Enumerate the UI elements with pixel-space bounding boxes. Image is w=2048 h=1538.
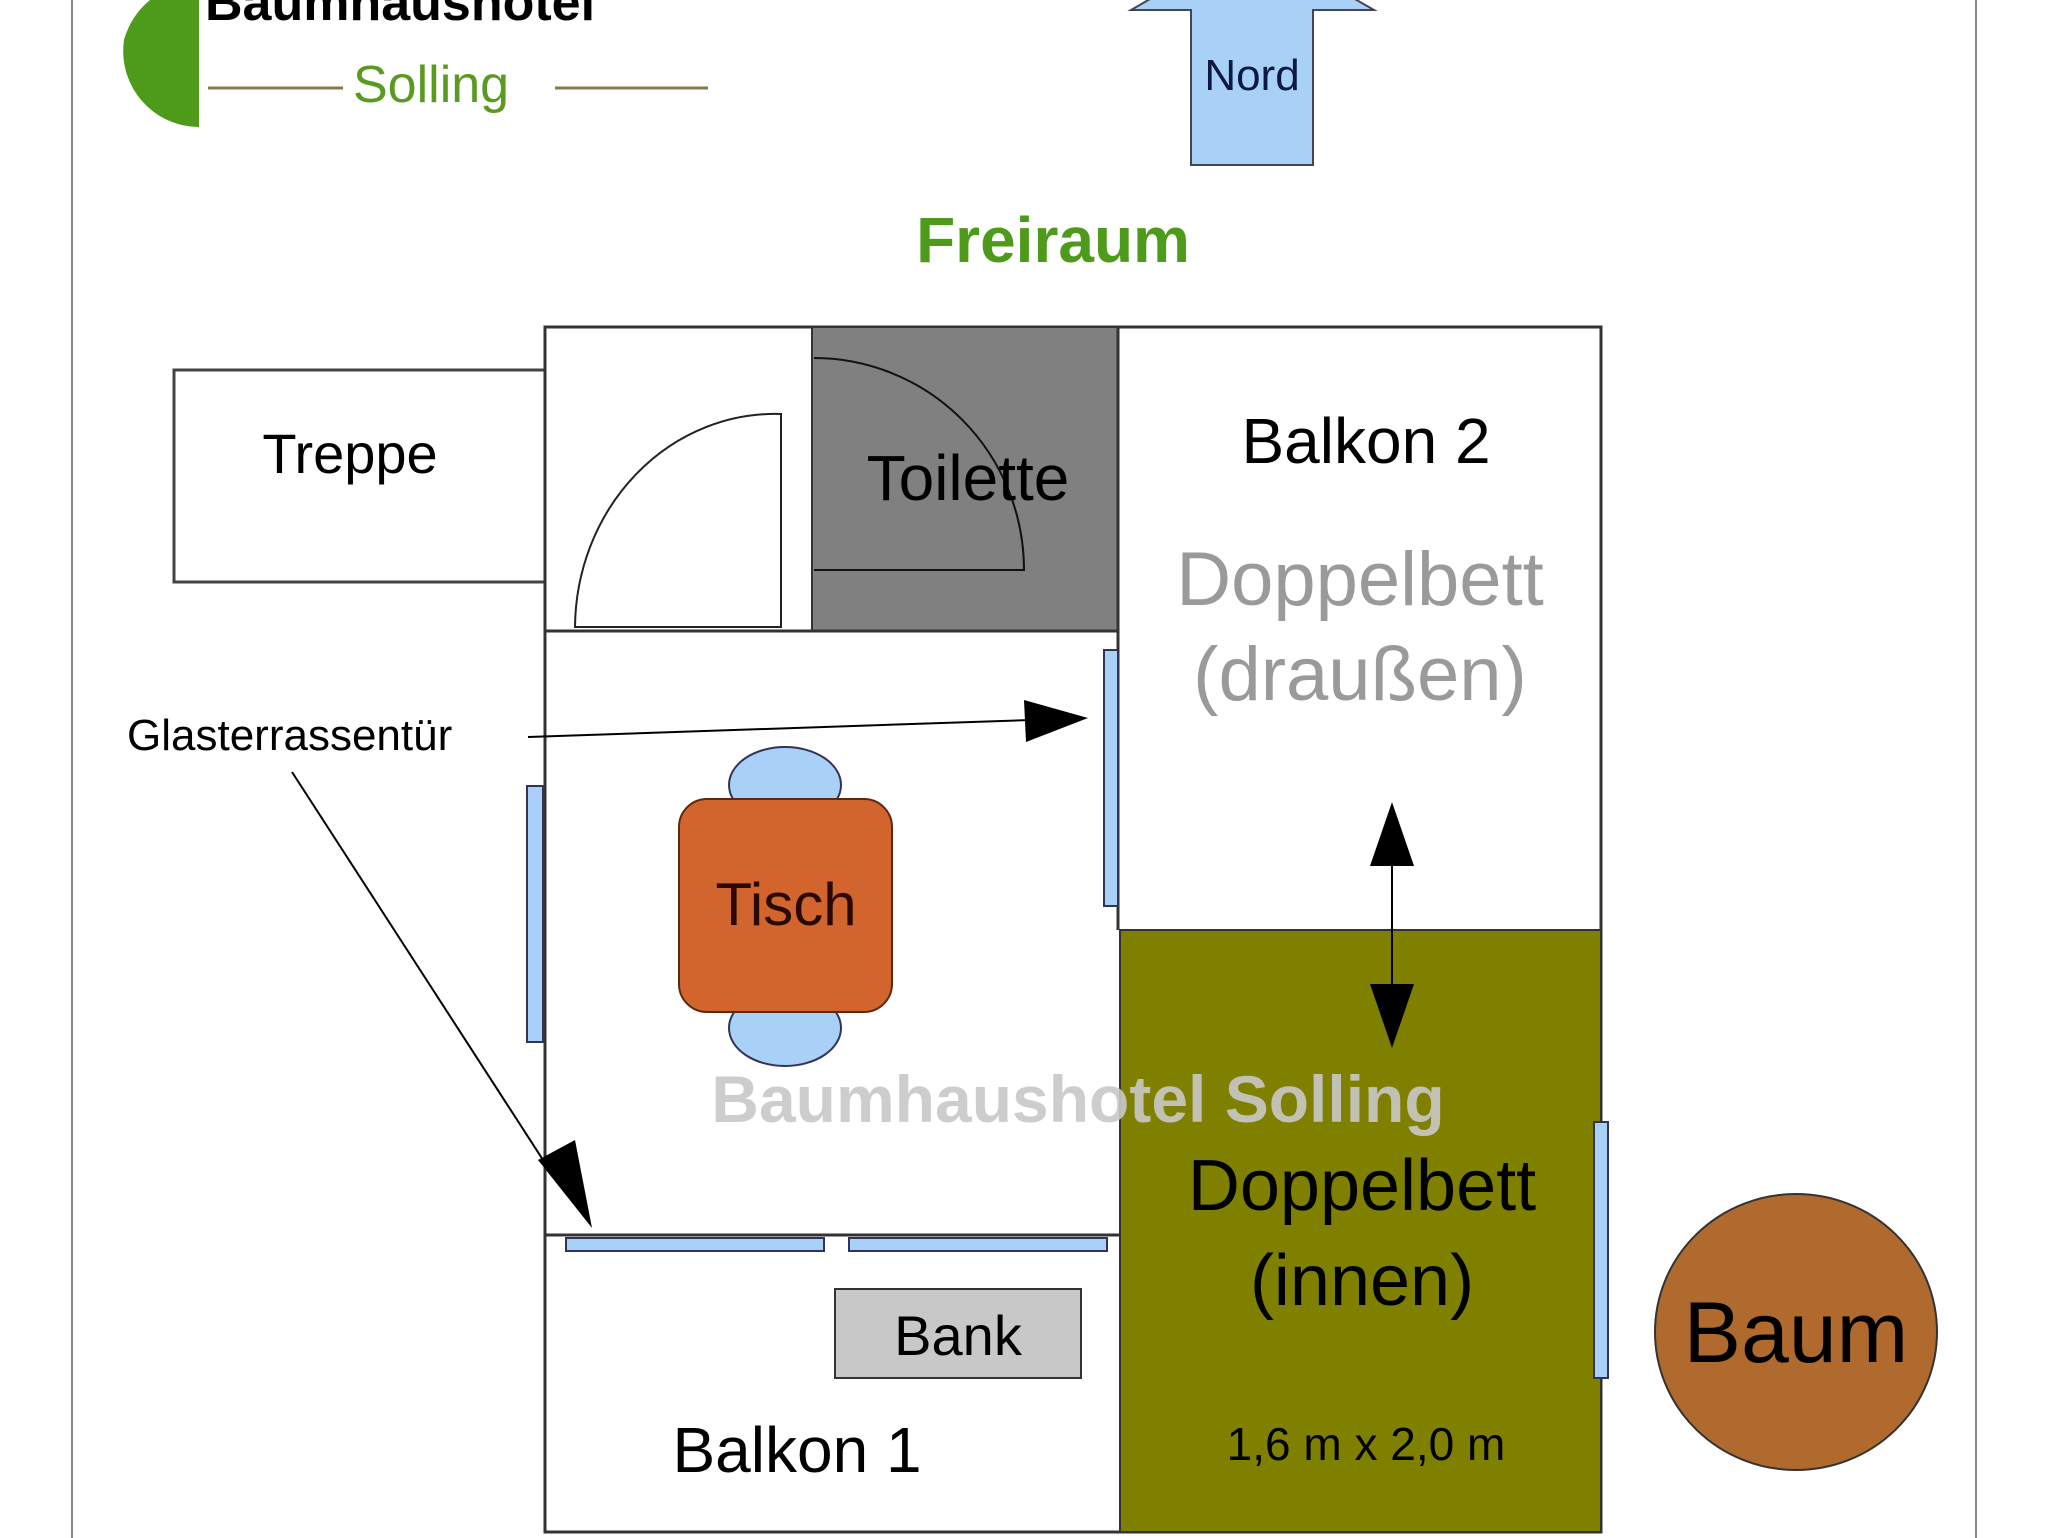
bench [834,1288,1082,1379]
outdoor-bed-label-2: (draußen) [1193,632,1527,717]
tree-icon [1654,1193,1938,1471]
balcony2-label: Balkon 2 [1241,405,1490,477]
stairs-label: Treppe [262,422,437,485]
window-east [1593,1121,1609,1379]
outdoor-bed-label-1: Doppelbett [1176,537,1544,622]
annotation-arrow-east-icon [527,700,1088,742]
table-label: Tisch [715,871,856,938]
glass-door-annotation: Glasterrassentür [127,711,452,760]
indoor-bed-size: 1,6 m x 2,0 m [1227,1418,1506,1470]
indoor-bed-label-2: (innen) [1250,1241,1474,1321]
logo-leaf-icon [123,0,199,127]
glass-door-balcony2 [1103,649,1119,907]
toilet-door [813,357,1026,571]
bed-switch-arrow-icon [1370,802,1414,1048]
logo-subtitle: Solling [353,56,509,114]
freiraum-label: Freiraum [916,204,1190,276]
stairs [172,368,547,584]
indoor-bed-label-1: Doppelbett [1188,1146,1536,1226]
glass-door-balcony1-left [565,1237,825,1252]
logo-title: Baumhaushotel [205,0,595,32]
north-label: Nord [1204,51,1299,100]
tree-label: Baum [1684,1285,1909,1381]
indoor-bed [1119,929,1602,1533]
annotation-arrow-south-icon [291,771,592,1228]
logo: Baumhaushotel Solling [123,0,708,127]
bench-label: Bank [894,1304,1023,1367]
north-arrow-icon: Nord [1127,0,1378,166]
window-west [526,785,544,1043]
balcony1-label: Balkon 1 [672,1414,921,1486]
table [678,798,893,1013]
toilet-label: Toilette [867,442,1070,514]
toilet [811,326,1119,632]
entrance-door [573,412,782,628]
glass-door-balcony1-right [848,1237,1108,1252]
watermark: Baumhaushotel Solling [711,1062,1444,1136]
